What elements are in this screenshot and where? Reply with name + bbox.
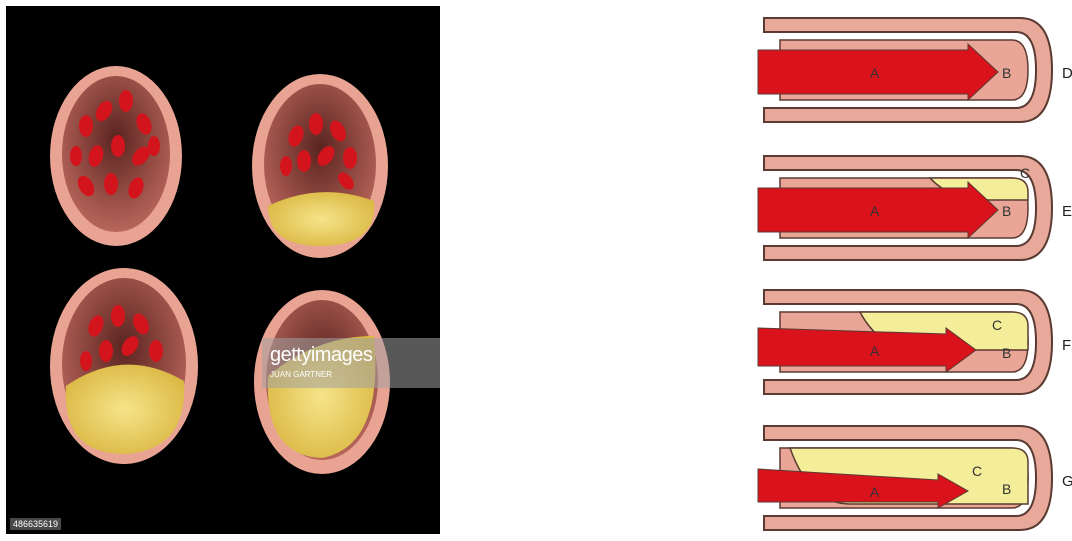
label-c: C (1020, 165, 1030, 181)
image-id: 486635619 (10, 518, 61, 530)
watermark: gettyimages JUAN GARTNER (262, 338, 440, 388)
watermark-credit: JUAN GARTNER (270, 370, 332, 379)
artery-cross-section-photo: gettyimages JUAN GARTNER 486635619 (6, 6, 440, 534)
stage-letter: E (1062, 203, 1072, 220)
watermark-brand: gettyimages (270, 344, 372, 367)
label-a: A (870, 65, 880, 81)
label-b: B (1002, 345, 1011, 361)
label-a: A (870, 343, 880, 359)
label-c: C (992, 317, 1002, 333)
vessel-healthy (50, 66, 182, 246)
stage-letter: D (1062, 65, 1072, 82)
vessel-mild-plaque (252, 74, 388, 258)
artery-stage-e: A B C E (758, 156, 1072, 260)
label-c: C (972, 463, 982, 479)
label-b: B (1002, 481, 1011, 497)
label-a: A (870, 484, 880, 500)
stage-letter: F (1062, 337, 1071, 354)
artery-stage-f: A BC F (758, 290, 1071, 394)
label-b: B (1002, 65, 1011, 81)
artery-stage-g: A B C G (758, 426, 1072, 530)
stage-letter: G (1062, 473, 1072, 490)
blood-flow-arrow (758, 328, 976, 372)
label-b: B (1002, 203, 1011, 219)
cross-section-illustrations (6, 6, 440, 534)
label-a: A (870, 203, 880, 219)
vessel-moderate-plaque (50, 268, 198, 464)
